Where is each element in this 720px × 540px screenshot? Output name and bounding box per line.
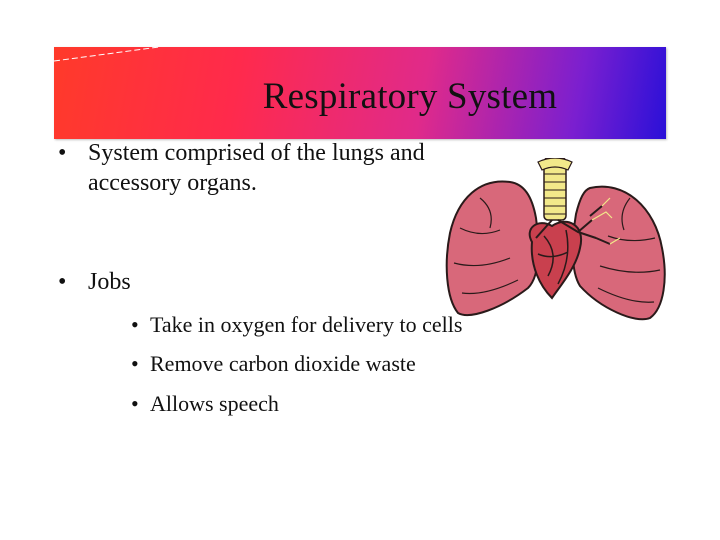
bullet-item: • Jobs [58, 267, 258, 297]
lungs-clipart-icon [445, 158, 666, 321]
sub-bullet-text: Take in oxygen for delivery to cells [150, 312, 463, 337]
sub-bullet-marker: • [131, 351, 139, 376]
banner-corner-line [54, 47, 160, 62]
slide-title: Respiratory System [262, 76, 558, 117]
sub-bullet-marker: • [131, 312, 139, 337]
sub-bullet-text: Allows speech [150, 391, 279, 416]
bullet-marker: • [58, 269, 67, 295]
bullet-text-line-1: Jobs [88, 269, 131, 295]
sub-bullet-item: • Allows speech [131, 391, 279, 417]
sub-bullet-text: Remove carbon dioxide waste [150, 351, 416, 376]
sub-bullet-marker: • [131, 391, 139, 416]
bullet-marker: • [58, 140, 67, 166]
sub-bullet-item: • Remove carbon dioxide waste [131, 351, 416, 377]
title-banner: Respiratory System [54, 47, 666, 139]
bullet-text-line-2: accessory organs. [88, 170, 257, 196]
bullet-item: • System comprised of the lungs and acce… [58, 138, 518, 198]
sub-bullet-item: • Take in oxygen for delivery to cells [131, 312, 462, 338]
bullet-text-line-1: System comprised of the lungs and [88, 140, 425, 166]
